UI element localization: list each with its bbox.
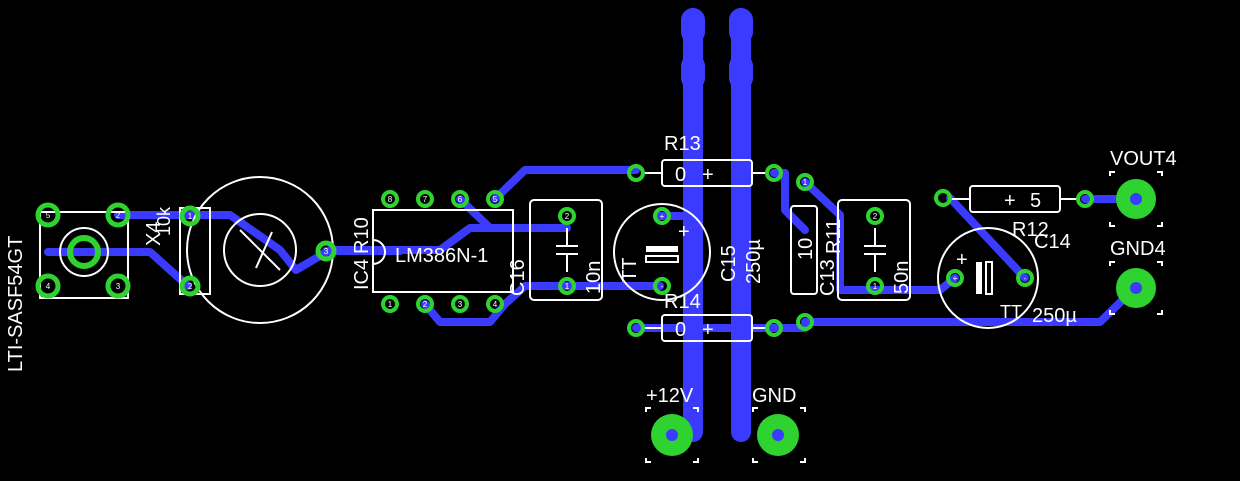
trace-ic5-r13 [491,166,640,203]
ic4-lm386: 8 7 6 5 1 2 3 4 LM386N-1 IC4 R10 [351,190,514,313]
ic-pad-4: 4 [493,300,498,309]
r12-plus: + [1004,190,1016,212]
terminal-gnd4: GND4 [1109,238,1166,315]
lti-label: LTI-SASF54GT [5,236,27,372]
c15-plus-mark: + [678,221,690,243]
r12-label: R12 [1012,219,1049,241]
ic-pad-5: 5 [493,195,498,204]
ic-pad-3: 3 [458,300,463,309]
pot-pad-3: 3 [324,247,329,256]
terminal-gnd: GND [752,385,806,463]
pot-pad-2: 2 [188,282,193,291]
lti-pad-3: 3 [116,282,121,291]
c15-label: C15 [718,245,740,282]
resistor-r12: + 5 R12 [934,185,1094,241]
ic-pad-2: 2 [423,300,428,309]
c16-value: 10n [583,261,605,294]
c16-label: C16 [507,259,529,296]
terminal-12v: +12V [645,385,699,463]
c13-pad-2: 2 [873,212,878,221]
c14-value: 250µ [1032,305,1077,327]
r11-value: 10 [795,238,817,260]
lti-connector: 5 2 4 3 LTI-SASF54GT [5,202,131,372]
c14-label: C14 [1034,231,1071,253]
c13-pad-1: 1 [873,282,878,291]
c14-pad-minus: - [1024,274,1027,283]
c15-value: 250µ [743,239,765,284]
pot-pad-1: 1 [188,212,193,221]
ic-pad-8: 8 [388,195,393,204]
capacitor-c16: 2 1 C16 10n [507,199,605,301]
r12-value: 5 [1030,190,1041,212]
x4-value: 10k [154,206,174,236]
gnd4-label: GND4 [1110,238,1166,260]
vout4-label: VOUT4 [1110,148,1177,170]
potentiometer-x4: 1 2 3 X4 10k [143,176,337,324]
r13-plus: + [702,164,714,186]
resistor-r11: 1 10 R11 C13 [790,173,845,331]
r11-label: R11 [823,219,845,254]
r14-label: R14 [664,291,701,313]
c14-pad-plus: + [953,274,958,283]
ic4-label: IC4 [351,259,373,290]
ic-name: LM386N-1 [395,245,488,267]
gnd-label: GND [752,385,796,407]
r14-value: 0 [675,319,686,341]
x4-label: X4 [143,222,165,246]
ic-pad-7: 7 [423,195,428,204]
c16-pad-2: 2 [565,212,570,221]
r11-pad-1: 1 [803,178,808,187]
trace-c14-r12 [946,194,1029,282]
trace-ic-bottom [421,282,664,326]
c13-label: C13 [817,259,839,296]
c15-tt: TT [619,258,641,282]
lti-pad-5: 5 [46,211,51,220]
lti-pad-2: 2 [116,211,121,220]
c15-pad-minus: - [661,282,664,291]
trace-r11-c14 [801,178,959,294]
r10-label: R10 [351,217,373,254]
resistor-r14: R14 0 + [627,291,783,342]
lti-pad-4: 4 [46,282,51,291]
capacitor-c15: + + - TT C15 250µ [613,203,765,301]
trace-r13-right [770,169,809,234]
12v-label: +12V [646,385,694,407]
capacitor-c13: 2 1 50n [837,199,913,301]
c14-tt: TT [1000,302,1022,322]
ic-pad-1: 1 [388,300,393,309]
copper-traces [44,8,1139,442]
ic-pad-6: 6 [458,195,463,204]
resistor-r13: R13 0 + [627,133,783,187]
trace-lti-pot-top [114,211,524,274]
r13-label: R13 [664,133,701,155]
terminal-vout4: VOUT4 [1109,148,1177,227]
c16-pad-1: 1 [565,282,570,291]
c14-plus-mark: + [956,249,968,271]
r13-value: 0 [675,164,686,186]
rail-pads [681,8,753,90]
c15-pad-plus: + [660,212,665,221]
capacitor-c14: + + - C14 TT 250µ [937,227,1077,329]
r14-plus: + [702,319,714,341]
trace-ic-out [456,195,571,232]
c13-value: 50n [891,261,913,294]
